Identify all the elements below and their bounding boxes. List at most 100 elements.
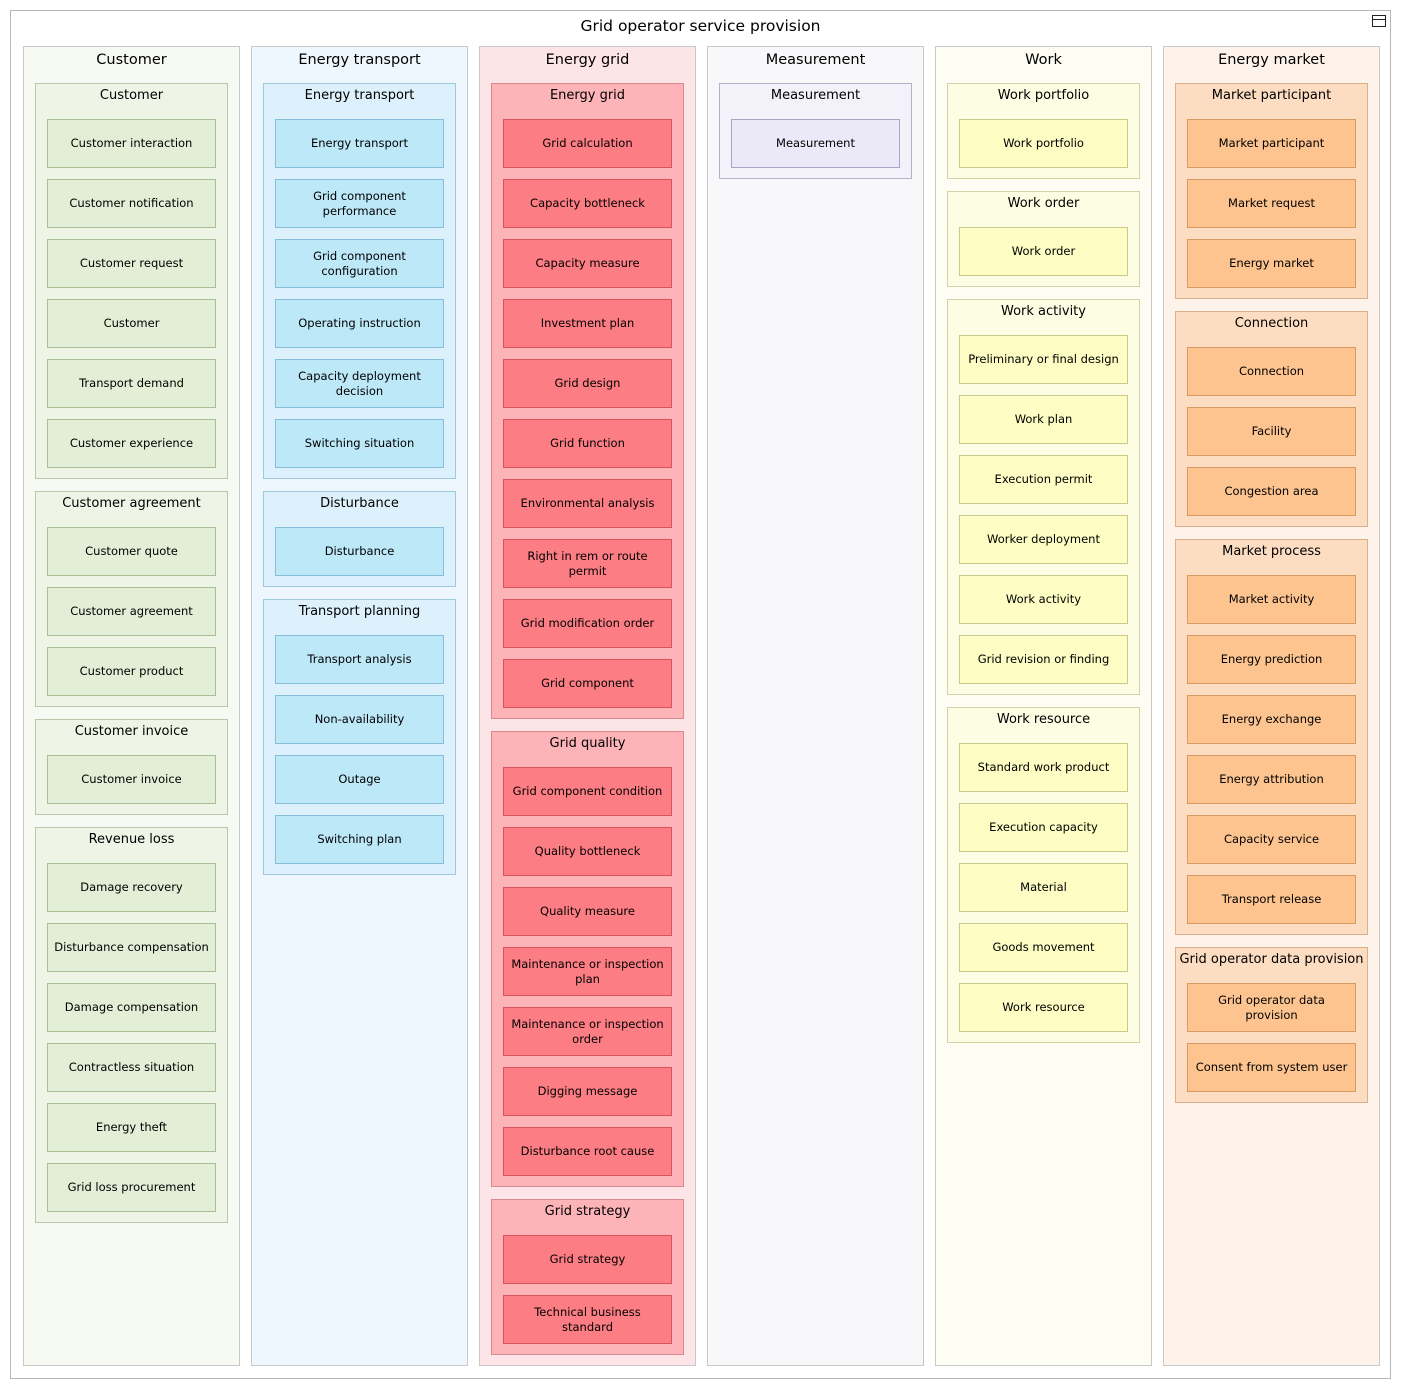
element-box[interactable]: Damage recovery: [47, 863, 216, 912]
element-box[interactable]: Measurement: [731, 119, 900, 168]
element-box[interactable]: Market participant: [1187, 119, 1356, 168]
element-box[interactable]: Disturbance root cause: [503, 1127, 672, 1176]
element-box[interactable]: Energy attribution: [1187, 755, 1356, 804]
element-box[interactable]: Digging message: [503, 1067, 672, 1116]
element-box[interactable]: Customer experience: [47, 419, 216, 468]
window-icon[interactable]: [1372, 15, 1386, 27]
element-box[interactable]: Grid component performance: [275, 179, 444, 228]
element-box[interactable]: Grid operator data provision: [1187, 983, 1356, 1032]
element-box[interactable]: Grid function: [503, 419, 672, 468]
element-box[interactable]: Work order: [959, 227, 1128, 276]
element-box[interactable]: Work portfolio: [959, 119, 1128, 168]
element-box[interactable]: Customer quote: [47, 527, 216, 576]
element-box[interactable]: Work resource: [959, 983, 1128, 1032]
element-box[interactable]: Market request: [1187, 179, 1356, 228]
element-box[interactable]: Grid calculation: [503, 119, 672, 168]
element-box[interactable]: Customer product: [47, 647, 216, 696]
element-box[interactable]: Transport demand: [47, 359, 216, 408]
element-box[interactable]: Customer agreement: [47, 587, 216, 636]
element-box[interactable]: Energy market: [1187, 239, 1356, 288]
element-box[interactable]: Transport release: [1187, 875, 1356, 924]
element-box[interactable]: Energy transport: [275, 119, 444, 168]
element-box[interactable]: Capacity measure: [503, 239, 672, 288]
element-box[interactable]: Customer notification: [47, 179, 216, 228]
element-box[interactable]: Execution permit: [959, 455, 1128, 504]
element-box[interactable]: Right in rem or route permit: [503, 539, 672, 588]
element-box[interactable]: Maintenance or inspection order: [503, 1007, 672, 1056]
element-box[interactable]: Capacity service: [1187, 815, 1356, 864]
element-box[interactable]: Work plan: [959, 395, 1128, 444]
element-box[interactable]: Quality measure: [503, 887, 672, 936]
element-box[interactable]: Grid modification order: [503, 599, 672, 648]
element-box[interactable]: Grid component condition: [503, 767, 672, 816]
element-box[interactable]: Congestion area: [1187, 467, 1356, 516]
element-box[interactable]: Disturbance: [275, 527, 444, 576]
element-box[interactable]: Goods movement: [959, 923, 1128, 972]
element-box[interactable]: Outage: [275, 755, 444, 804]
element-box[interactable]: Consent from system user: [1187, 1043, 1356, 1092]
element-box[interactable]: Work activity: [959, 575, 1128, 624]
element-box[interactable]: Preliminary or final design: [959, 335, 1128, 384]
element-box[interactable]: Non-availability: [275, 695, 444, 744]
element-box[interactable]: Standard work product: [959, 743, 1128, 792]
element-box[interactable]: Transport analysis: [275, 635, 444, 684]
element-box[interactable]: Capacity bottleneck: [503, 179, 672, 228]
element-box[interactable]: Grid component: [503, 659, 672, 708]
element-box[interactable]: Energy prediction: [1187, 635, 1356, 684]
element-box[interactable]: Switching situation: [275, 419, 444, 468]
element-box[interactable]: Switching plan: [275, 815, 444, 864]
element-box[interactable]: Quality bottleneck: [503, 827, 672, 876]
element-box[interactable]: Execution capacity: [959, 803, 1128, 852]
group-work-activity[interactable]: Work activity Preliminary or final design…: [947, 299, 1140, 695]
element-box[interactable]: Facility: [1187, 407, 1356, 456]
element-box[interactable]: Market activity: [1187, 575, 1356, 624]
element-box[interactable]: Grid loss procurement: [47, 1163, 216, 1212]
element-box[interactable]: Connection: [1187, 347, 1356, 396]
element-box[interactable]: Maintenance or inspection plan: [503, 947, 672, 996]
element-box[interactable]: Investment plan: [503, 299, 672, 348]
element-box[interactable]: Material: [959, 863, 1128, 912]
element-box[interactable]: Technical business standard: [503, 1295, 672, 1344]
element-box[interactable]: Customer invoice: [47, 755, 216, 804]
element-box[interactable]: Environmental analysis: [503, 479, 672, 528]
element-box[interactable]: Capacity deployment decision: [275, 359, 444, 408]
element-box[interactable]: Grid revision or finding: [959, 635, 1128, 684]
element-box[interactable]: Customer request: [47, 239, 216, 288]
element-box[interactable]: Operating instruction: [275, 299, 444, 348]
element-box[interactable]: Worker deployment: [959, 515, 1128, 564]
element-box[interactable]: Grid design: [503, 359, 672, 408]
element-box[interactable]: Contractless situation: [47, 1043, 216, 1092]
element-box[interactable]: Grid strategy: [503, 1235, 672, 1284]
element-box[interactable]: Energy exchange: [1187, 695, 1356, 744]
element-box[interactable]: Disturbance compensation: [47, 923, 216, 972]
element-box[interactable]: Grid component configuration: [275, 239, 444, 288]
element-box[interactable]: Customer interaction: [47, 119, 216, 168]
element-box[interactable]: Customer: [47, 299, 216, 348]
element-box[interactable]: Damage compensation: [47, 983, 216, 1032]
element-box[interactable]: Energy theft: [47, 1103, 216, 1152]
